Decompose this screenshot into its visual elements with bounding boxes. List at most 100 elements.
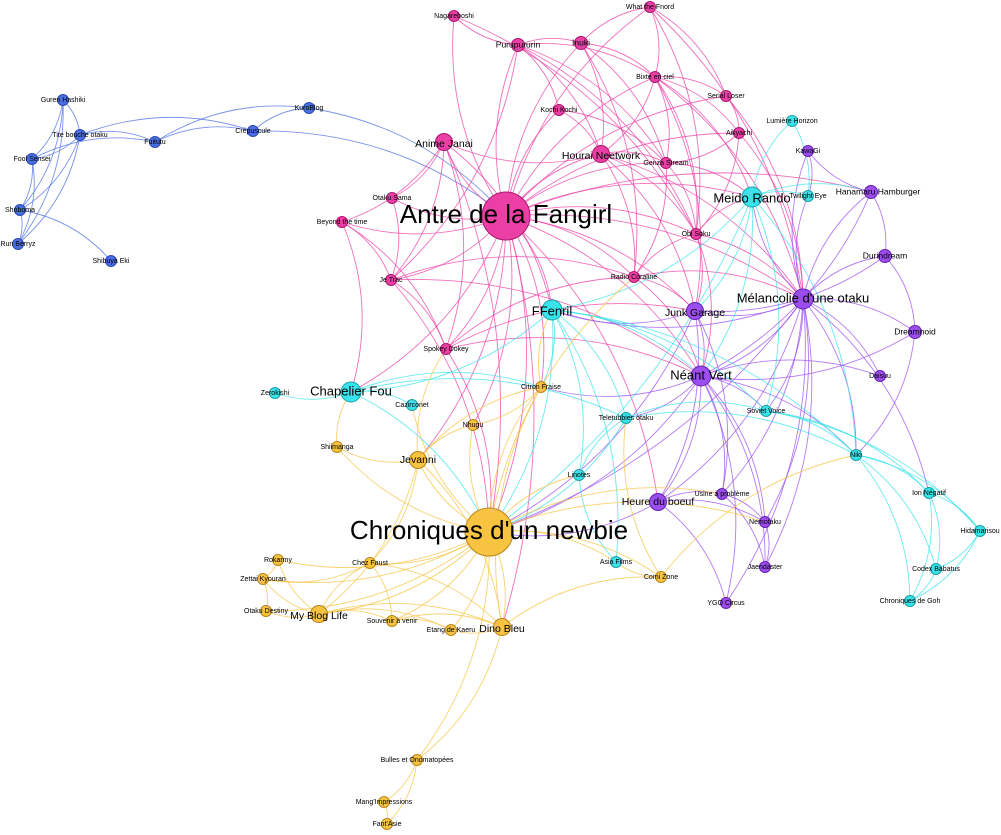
graph-node-sovietvoice[interactable] <box>760 405 772 417</box>
graph-node-label-kochi: Kochi Kochi <box>541 107 578 114</box>
graph-node-label-nhugu: Nhugu <box>463 422 484 429</box>
graph-node-kawaigi[interactable] <box>802 145 814 157</box>
graph-node-teletubbies[interactable] <box>620 412 632 424</box>
graph-node-dreamnoid[interactable] <box>908 325 922 339</box>
graph-node-twilight[interactable] <box>802 190 814 202</box>
graph-node-jetrac[interactable] <box>385 274 397 286</box>
graph-node-hourai[interactable] <box>592 145 610 163</box>
graph-node-ffenril[interactable] <box>541 299 563 321</box>
graph-edge <box>580 42 604 155</box>
graph-edge <box>390 141 445 281</box>
graph-node-beyond[interactable] <box>336 216 348 228</box>
graph-node-label-souvenir: Souvenir à venir <box>367 618 418 625</box>
graph-node-fantasie[interactable] <box>381 818 393 830</box>
graph-node-label-purupururin: Purupururin <box>496 39 541 49</box>
graph-edge <box>654 76 804 300</box>
graph-node-lumiere[interactable] <box>786 115 798 127</box>
graph-node-chroniques[interactable] <box>464 507 514 557</box>
graph-edge <box>657 501 727 604</box>
graph-edge <box>488 487 723 533</box>
graph-node-codexbabatus[interactable] <box>930 563 942 575</box>
graph-node-cazirconet[interactable] <box>406 399 418 411</box>
graph-node-chroniquesgoh[interactable] <box>904 595 916 607</box>
graph-node-melancolie[interactable] <box>792 288 814 310</box>
graph-node-bixte[interactable] <box>649 71 661 83</box>
graph-node-chapelier[interactable] <box>340 381 362 403</box>
graph-edge <box>154 126 254 143</box>
graph-node-meido[interactable] <box>741 186 763 208</box>
graph-node-hidamarisou[interactable] <box>974 525 986 537</box>
graph-edge <box>600 153 804 300</box>
graph-edge <box>445 276 635 350</box>
graph-node-aikyachi[interactable] <box>733 127 745 139</box>
graph-edge <box>505 95 727 217</box>
graph-node-nemotaku[interactable] <box>759 516 771 528</box>
graph-node-usine[interactable] <box>716 488 728 500</box>
graph-node-purupururin[interactable] <box>511 38 525 52</box>
graph-node-jevanni[interactable] <box>409 451 427 469</box>
graph-node-asiafilms[interactable] <box>610 556 622 568</box>
graph-node-spokey[interactable] <box>440 343 452 355</box>
graph-node-otakusama[interactable] <box>386 192 398 204</box>
graph-node-comizone[interactable] <box>655 571 667 583</box>
graph-node-serialloser[interactable] <box>720 90 732 102</box>
graph-node-daisuu[interactable] <box>874 370 886 382</box>
graph-edge <box>600 76 656 155</box>
graph-node-radiocoraline[interactable] <box>628 271 640 283</box>
graph-node-heuredu[interactable] <box>649 493 667 511</box>
graph-node-shiimanga[interactable] <box>331 441 343 453</box>
graph-edge <box>623 417 662 578</box>
graph-node-junkgarage[interactable] <box>686 302 704 320</box>
graph-node-ionnegatif[interactable] <box>923 487 935 499</box>
graph-node-runberryz[interactable] <box>12 238 24 250</box>
graph-node-nagareboshi[interactable] <box>448 10 460 22</box>
graph-node-label-kurolog: KuroBlog <box>295 105 324 112</box>
graph-node-neant[interactable] <box>690 365 712 387</box>
graph-node-label-chroniquesgoh: Chroniques de Goh <box>880 598 941 605</box>
graph-node-souvenir[interactable] <box>386 615 398 627</box>
graph-node-rokarmy[interactable] <box>272 554 284 566</box>
graph-node-chezfaust[interactable] <box>364 557 376 569</box>
graph-node-mangimpressions[interactable] <box>378 796 390 808</box>
graph-node-genzastream[interactable] <box>660 157 672 169</box>
graph-edge <box>700 375 737 604</box>
graph-node-gurenhashiki[interactable] <box>57 94 69 106</box>
graph-edge <box>791 120 810 197</box>
graph-node-jaendaster[interactable] <box>759 561 771 573</box>
graph-node-niki[interactable] <box>850 449 862 461</box>
graph-node-label-comizone: Comi Zone <box>644 574 678 581</box>
graph-node-dinobleu[interactable] <box>493 618 511 636</box>
graph-node-fuitutu[interactable] <box>149 136 161 148</box>
graph-node-myblog[interactable] <box>310 605 328 623</box>
graph-node-zerokishi[interactable] <box>269 387 281 399</box>
graph-edge <box>505 215 659 503</box>
graph-node-obitsoku[interactable] <box>690 228 702 240</box>
graph-node-nhugu[interactable] <box>467 419 479 431</box>
graph-node-foolsensei[interactable] <box>26 153 38 165</box>
graph-node-titebouche[interactable] <box>74 129 86 141</box>
graph-node-hanamaru[interactable] <box>864 185 878 199</box>
graph-node-inuki[interactable] <box>574 36 588 50</box>
graph-edge <box>600 153 697 235</box>
graph-node-antre[interactable] <box>481 191 531 241</box>
graph-node-whatthefnord[interactable] <box>644 1 656 13</box>
graph-node-citronfraise[interactable] <box>535 381 547 393</box>
graph-node-otakudestiny[interactable] <box>260 605 272 617</box>
graph-node-shibuya[interactable] <box>105 255 117 267</box>
graph-node-linotes[interactable] <box>573 469 585 481</box>
graph-node-ygocircus[interactable] <box>720 597 732 609</box>
graph-node-label-durindream: Durindream <box>863 250 907 260</box>
graph-edge <box>633 270 804 300</box>
graph-node-durindream[interactable] <box>878 249 892 263</box>
graph-node-kurolog[interactable] <box>303 102 315 114</box>
graph-edge <box>700 375 766 523</box>
graph-edge <box>19 99 64 211</box>
graph-node-bulles[interactable] <box>411 754 423 766</box>
graph-node-crepuscule[interactable] <box>247 125 259 137</box>
graph-node-animejanai[interactable] <box>435 133 453 151</box>
graph-node-zettai[interactable] <box>257 573 269 585</box>
graph-node-shoboma[interactable] <box>14 204 26 216</box>
graph-node-kochi[interactable] <box>553 104 565 116</box>
graph-edge <box>350 371 542 393</box>
graph-node-etangdekaeru[interactable] <box>445 624 457 636</box>
